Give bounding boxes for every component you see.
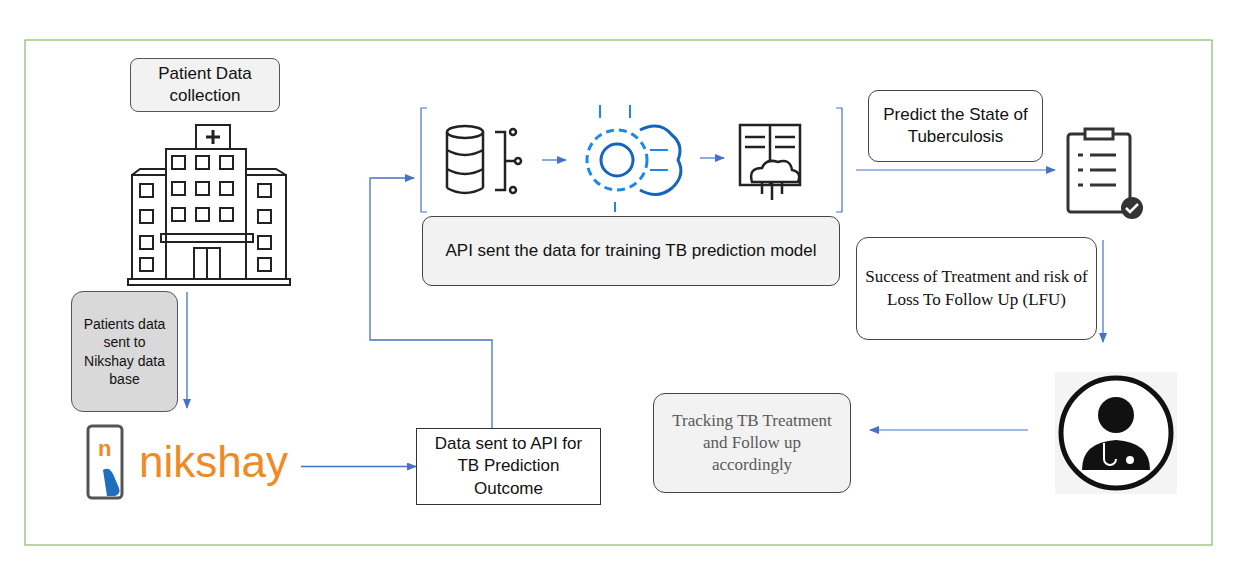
logo-node: nikshay — [86, 424, 301, 500]
connector — [301, 466, 416, 467]
hospital-windows — [140, 156, 271, 271]
logo-text: nikshay — [139, 440, 288, 484]
flow-arrow — [186, 292, 187, 408]
model-bracket — [421, 108, 842, 212]
node-text: Patient Data collection — [139, 63, 271, 107]
book-cloud-icon — [740, 125, 800, 200]
process-box: Patient Data collection — [130, 58, 280, 112]
hospital-icon — [128, 125, 290, 285]
node-text: Success of Treatment and risk of Loss To… — [865, 266, 1088, 310]
flow-arrow — [542, 159, 566, 160]
process-box: Tracking TB Treatment and Follow up acco… — [653, 393, 851, 493]
process-box: Success of Treatment and risk of Loss To… — [856, 237, 1097, 340]
process-box: API sent the data for training TB predic… — [422, 216, 840, 286]
node-text: Patients data sent to Nikshay data base — [80, 315, 169, 388]
database-icon — [447, 126, 521, 193]
process-box: Data sent to API for TB Prediction Outco… — [416, 428, 601, 505]
phone-icon — [88, 426, 122, 498]
process-box: Predict the State of Tuberculosis — [868, 90, 1043, 162]
flow-arrow — [1102, 240, 1103, 342]
flow-arrow — [856, 169, 1055, 170]
node-text: Tracking TB Treatment and Follow up acco… — [662, 410, 842, 476]
node-text: Data sent to API for TB Prediction Outco… — [425, 433, 592, 499]
doctor-icon — [1055, 372, 1177, 494]
note-box: Patients data sent to Nikshay data base — [71, 291, 178, 412]
flow-arrow — [700, 157, 724, 158]
frame — [25, 40, 1212, 545]
clipboard-icon — [1068, 129, 1143, 219]
node-text: API sent the data for training TB predic… — [445, 240, 816, 262]
flow-arrow — [870, 429, 1028, 430]
ai-brain-icon — [587, 105, 681, 212]
node-text: Predict the State of Tuberculosis — [877, 104, 1034, 148]
logo-letter: n — [98, 436, 111, 462]
